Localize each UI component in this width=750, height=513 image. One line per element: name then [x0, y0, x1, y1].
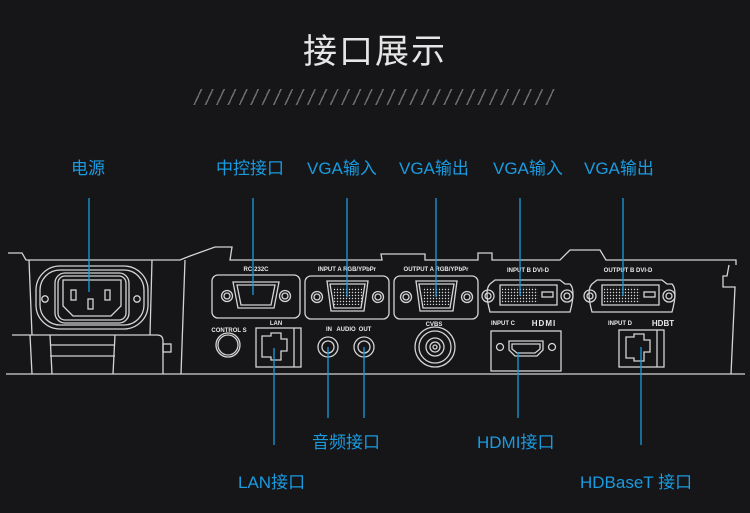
label-hdbaset-port: HDBaseT 接口	[580, 473, 693, 492]
label-power: 电源	[71, 159, 105, 178]
hdbt-logo: HDBT	[652, 319, 674, 328]
label-hdmi-port: HDMI接口	[477, 433, 555, 452]
label-vga-output-a: VGA输出	[399, 159, 469, 178]
decorative-stripe-divider	[193, 89, 557, 105]
marking-cvbs: CVBS	[426, 322, 443, 328]
control-s-port-icon	[215, 332, 241, 358]
marking-rs232: RC-232C	[243, 267, 269, 273]
power-inlet-icon	[35, 265, 149, 330]
dvi-input-b-port-icon	[481, 279, 574, 313]
chassis-outline	[6, 246, 745, 375]
rs232-port-icon	[211, 274, 301, 319]
marking-input-b: INPUT B DVI-D	[507, 268, 550, 274]
label-vga-input-b: VGA输入	[493, 159, 563, 178]
cvbs-bnc-port-icon	[414, 326, 456, 368]
hdmi-port-icon	[490, 330, 562, 372]
marking-audio-out: OUT	[359, 327, 372, 333]
marking-audio: AUDIO	[336, 327, 356, 333]
marking-output-b: OUTPUT B DVI-D	[604, 268, 653, 274]
label-vga-output-b: VGA输出	[584, 159, 654, 178]
dvi-output-b-port-icon	[583, 279, 676, 313]
label-vga-input-a: VGA输入	[307, 159, 377, 178]
label-control-port: 中控接口	[216, 159, 284, 178]
label-audio-port: 音频接口	[312, 433, 380, 452]
page-title: 接口展示	[303, 32, 447, 72]
marking-input-c: INPUT C	[491, 321, 516, 327]
hdmi-logo: HDMI	[532, 319, 556, 328]
marking-lan: LAN	[270, 321, 282, 327]
marking-audio-in: IN	[326, 327, 332, 333]
label-lan-port: LAN接口	[238, 473, 306, 492]
marking-input-d: INPUT D	[608, 321, 633, 327]
power-base-block	[12, 334, 172, 375]
marking-control-s: CONTROL S	[211, 328, 246, 334]
lan-port-icon	[255, 327, 302, 368]
callout-lines	[88, 198, 642, 445]
